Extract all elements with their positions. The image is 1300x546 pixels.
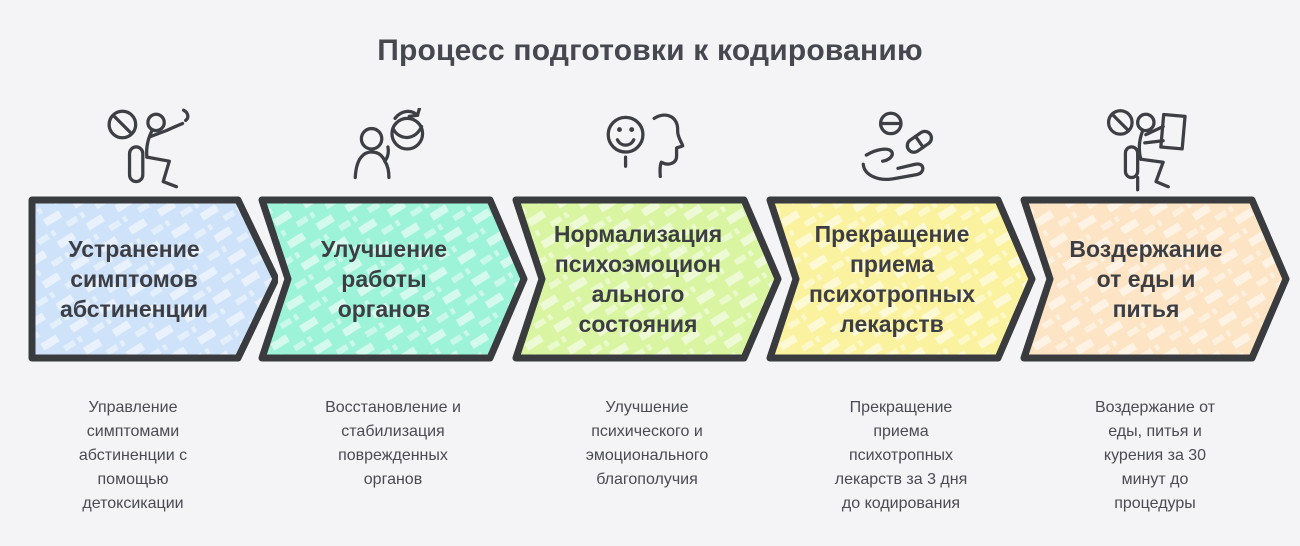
step-4: Прекращение приема психотропных лекарств… bbox=[766, 0, 1036, 546]
step-label: Устранение симптомов абстиненции bbox=[60, 236, 208, 322]
no-smoking-seated-person-icon bbox=[107, 108, 190, 189]
step-1: Устранение симптомов абстиненции Управле… bbox=[28, 0, 278, 546]
step-label: Воздержание от еды и питья bbox=[1069, 236, 1223, 322]
chevron-texture bbox=[262, 200, 524, 358]
chevron-shape bbox=[28, 196, 278, 362]
step-2: Улучшение работы органов Восстановление … bbox=[258, 0, 528, 546]
chevron-shape bbox=[258, 196, 528, 362]
no-sign-person-reading-icon bbox=[1106, 109, 1187, 192]
chevron-outline bbox=[512, 196, 782, 362]
chevron-shape bbox=[512, 196, 782, 362]
step-description: Улучшение психического и эмоционального … bbox=[585, 399, 709, 488]
step-description: Восстановление и стабилизация поврежденн… bbox=[325, 399, 461, 488]
chevron-texture bbox=[32, 200, 276, 358]
person-recovery-globe-icon bbox=[353, 108, 425, 180]
chevron-shape bbox=[766, 196, 1036, 362]
chevron-texture bbox=[1024, 200, 1286, 358]
step-5: Воздержание от еды и питья Воздержание о… bbox=[1020, 0, 1290, 546]
step-3: Нормализация психоэмоцион ального состоя… bbox=[512, 0, 782, 546]
chevron-outline bbox=[1020, 196, 1290, 362]
step-label: Нормализация психоэмоцион ального состоя… bbox=[553, 221, 723, 337]
chevron-outline bbox=[766, 196, 1036, 362]
step-label: Прекращение приема психотропных лекарств bbox=[808, 221, 976, 337]
chevron-texture bbox=[770, 200, 1032, 358]
chevron-shape bbox=[1020, 196, 1290, 362]
step-description: Управление симптомами абстиненции с помо… bbox=[78, 399, 188, 512]
smiley-head-profile-icon bbox=[606, 113, 685, 179]
step-description: Воздержание от еды, питья и курения за 3… bbox=[1094, 399, 1216, 512]
page-title: Процесс подготовки к кодированию bbox=[377, 34, 923, 67]
step-label: Улучшение работы органов bbox=[320, 236, 448, 322]
chevron-outline bbox=[258, 196, 528, 362]
step-description: Прекращение приема психотропных лекарств… bbox=[834, 399, 968, 512]
chevron-outline bbox=[28, 196, 278, 362]
hand-with-pills-icon bbox=[861, 111, 934, 181]
chevron-texture bbox=[516, 200, 778, 358]
